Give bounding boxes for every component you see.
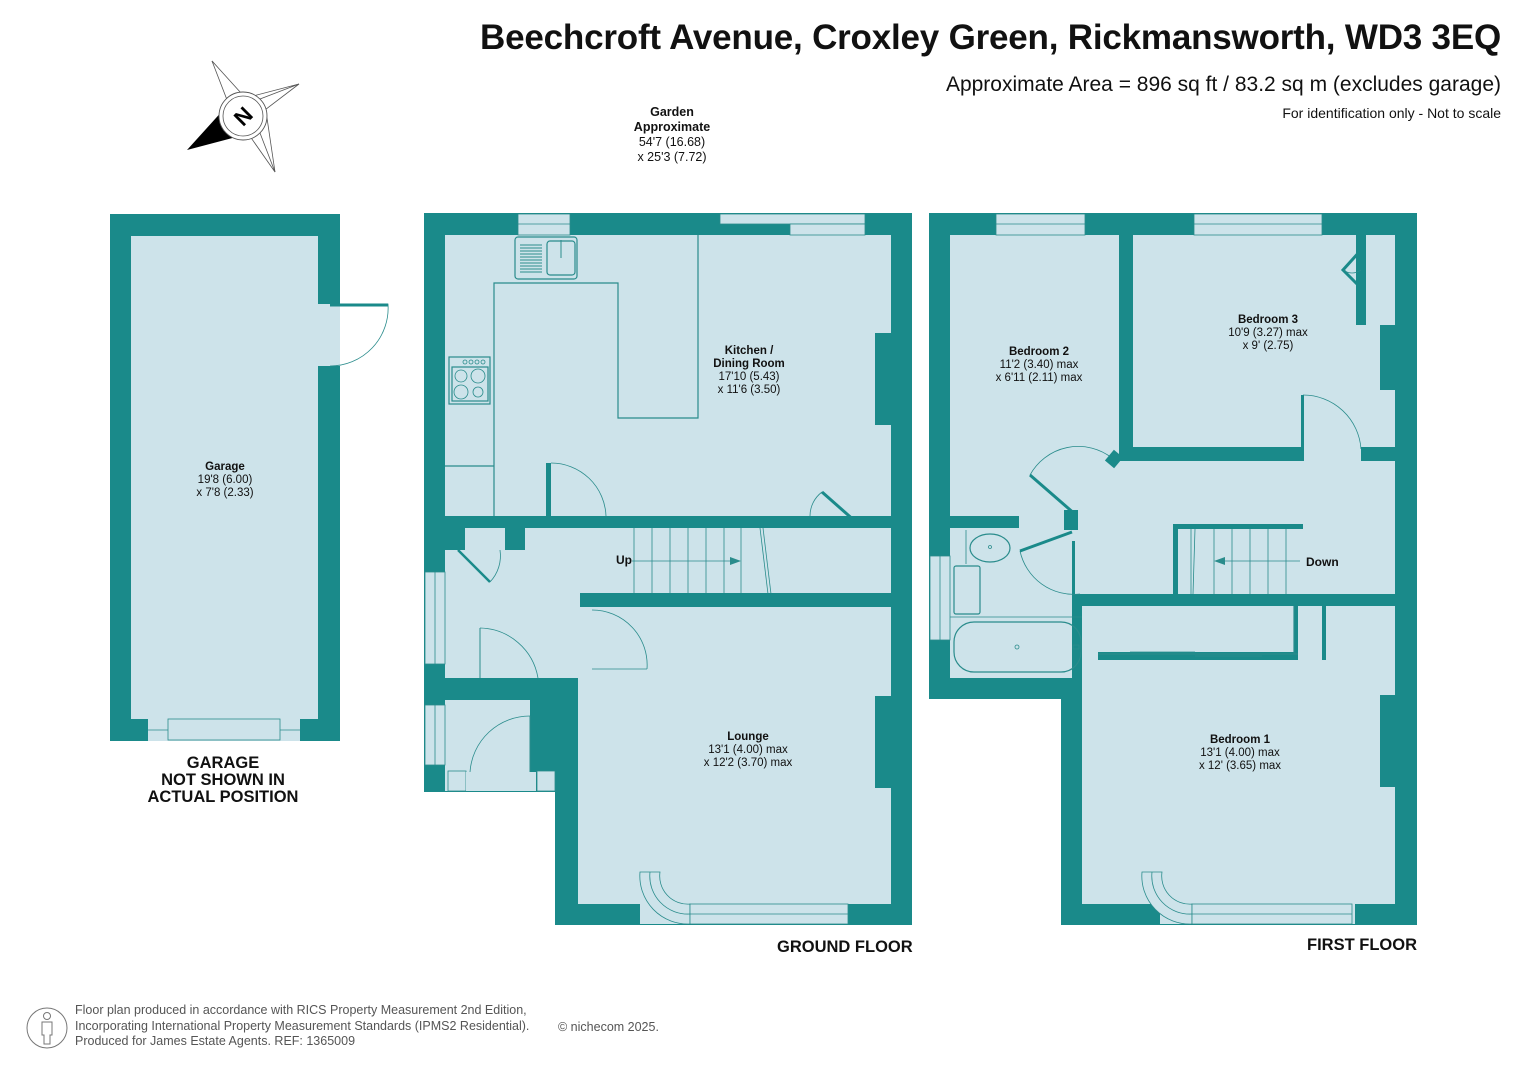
kitchen-dim1: 17'10 (5.43) bbox=[718, 371, 780, 383]
garage-plan bbox=[110, 214, 389, 741]
approximate-area: Approximate Area = 896 sq ft / 83.2 sq m… bbox=[945, 73, 1501, 96]
room-label-bedroom-1: Bedroom 1 13'1 (4.00) max x 12' (3.65) m… bbox=[1199, 734, 1281, 773]
garage-dim2: x 7'8 (2.33) bbox=[196, 487, 254, 499]
person-scale-icon bbox=[26, 1007, 68, 1049]
bedroom-1-name: Bedroom 1 bbox=[1209, 734, 1271, 746]
compass-north-icon: N bbox=[187, 60, 300, 173]
kitchen-dim2: x 11'6 (3.50) bbox=[717, 384, 781, 396]
garden-qualifier: Approximate bbox=[633, 120, 711, 134]
first-floor-label: FIRST FLOOR bbox=[1307, 936, 1417, 954]
footer-notes: Floor plan produced in accordance with R… bbox=[75, 1003, 659, 1050]
bedroom-3-dim2: x 9' (2.75) bbox=[1242, 340, 1294, 352]
garage-note-line2: NOT SHOWN IN bbox=[161, 771, 285, 789]
bedroom-2-dim2: x 6'11 (2.11) max bbox=[995, 372, 1083, 384]
first-floor-plan bbox=[929, 213, 1417, 925]
property-address-title: Beechcroft Avenue, Croxley Green, Rickma… bbox=[480, 18, 1501, 57]
room-label-bedroom-3: Bedroom 3 10'9 (3.27) max x 9' (2.75) bbox=[1228, 314, 1308, 353]
kitchen-name: Kitchen / bbox=[724, 345, 774, 357]
ground-floor-label: GROUND FLOOR bbox=[777, 938, 913, 956]
footer-line3: Produced for James Estate Agents. REF: 1… bbox=[75, 1034, 356, 1048]
footer-line1: Floor plan produced in accordance with R… bbox=[75, 1003, 527, 1017]
footer-line2: Incorporating International Property Mea… bbox=[75, 1018, 530, 1033]
garage-note-line1: GARAGE bbox=[186, 754, 260, 772]
bedroom-2-dim1: 11'2 (3.40) max bbox=[999, 359, 1079, 371]
lounge-dim2: x 12'2 (3.70) max bbox=[703, 757, 793, 769]
bedroom-1-dim1: 13'1 (4.00) max bbox=[1200, 747, 1280, 759]
stairs-down-label: Down bbox=[1306, 555, 1339, 569]
garden-dim2: x 25'3 (7.72) bbox=[637, 150, 707, 164]
kitchen-name-line2: Dining Room bbox=[713, 358, 785, 370]
garage-note-line3: ACTUAL POSITION bbox=[147, 788, 299, 806]
stairs-up-label: Up bbox=[616, 553, 632, 567]
garage-position-note: GARAGE NOT SHOWN IN ACTUAL POSITION bbox=[120, 755, 326, 806]
garage-dim1: 19'8 (6.00) bbox=[197, 474, 253, 486]
lounge-dim1: 13'1 (4.00) max bbox=[708, 744, 788, 756]
garden-dim1: 54'7 (16.68) bbox=[638, 135, 706, 149]
garage-name: Garage bbox=[205, 461, 245, 473]
bedroom-3-dim1: 10'9 (3.27) max bbox=[1228, 327, 1308, 339]
garden-name: Garden bbox=[650, 105, 694, 119]
ground-floor-plan bbox=[424, 213, 912, 925]
room-label-lounge: Lounge 13'1 (4.00) max x 12'2 (3.70) max bbox=[704, 731, 793, 770]
copyright-notice: © nichecom 2025. bbox=[558, 1020, 659, 1034]
room-label-garage: Garage 19'8 (6.00) x 7'8 (2.33) bbox=[196, 461, 253, 500]
bedroom-1-dim2: x 12' (3.65) max bbox=[1198, 760, 1282, 772]
lounge-name: Lounge bbox=[727, 731, 769, 743]
room-label-bedroom-2: Bedroom 2 11'2 (3.40) max x 6'11 (2.11) … bbox=[996, 346, 1083, 385]
bedroom-2-name: Bedroom 2 bbox=[1008, 346, 1070, 358]
garden-label: Garden Approximate 54'7 (16.68) x 25'3 (… bbox=[612, 105, 732, 165]
disclaimer-text: For identification only - Not to scale bbox=[1282, 105, 1501, 121]
bedroom-3-name: Bedroom 3 bbox=[1237, 314, 1299, 326]
room-label-kitchen-dining: Kitchen / Dining Room 17'10 (5.43) x 11'… bbox=[713, 345, 785, 397]
